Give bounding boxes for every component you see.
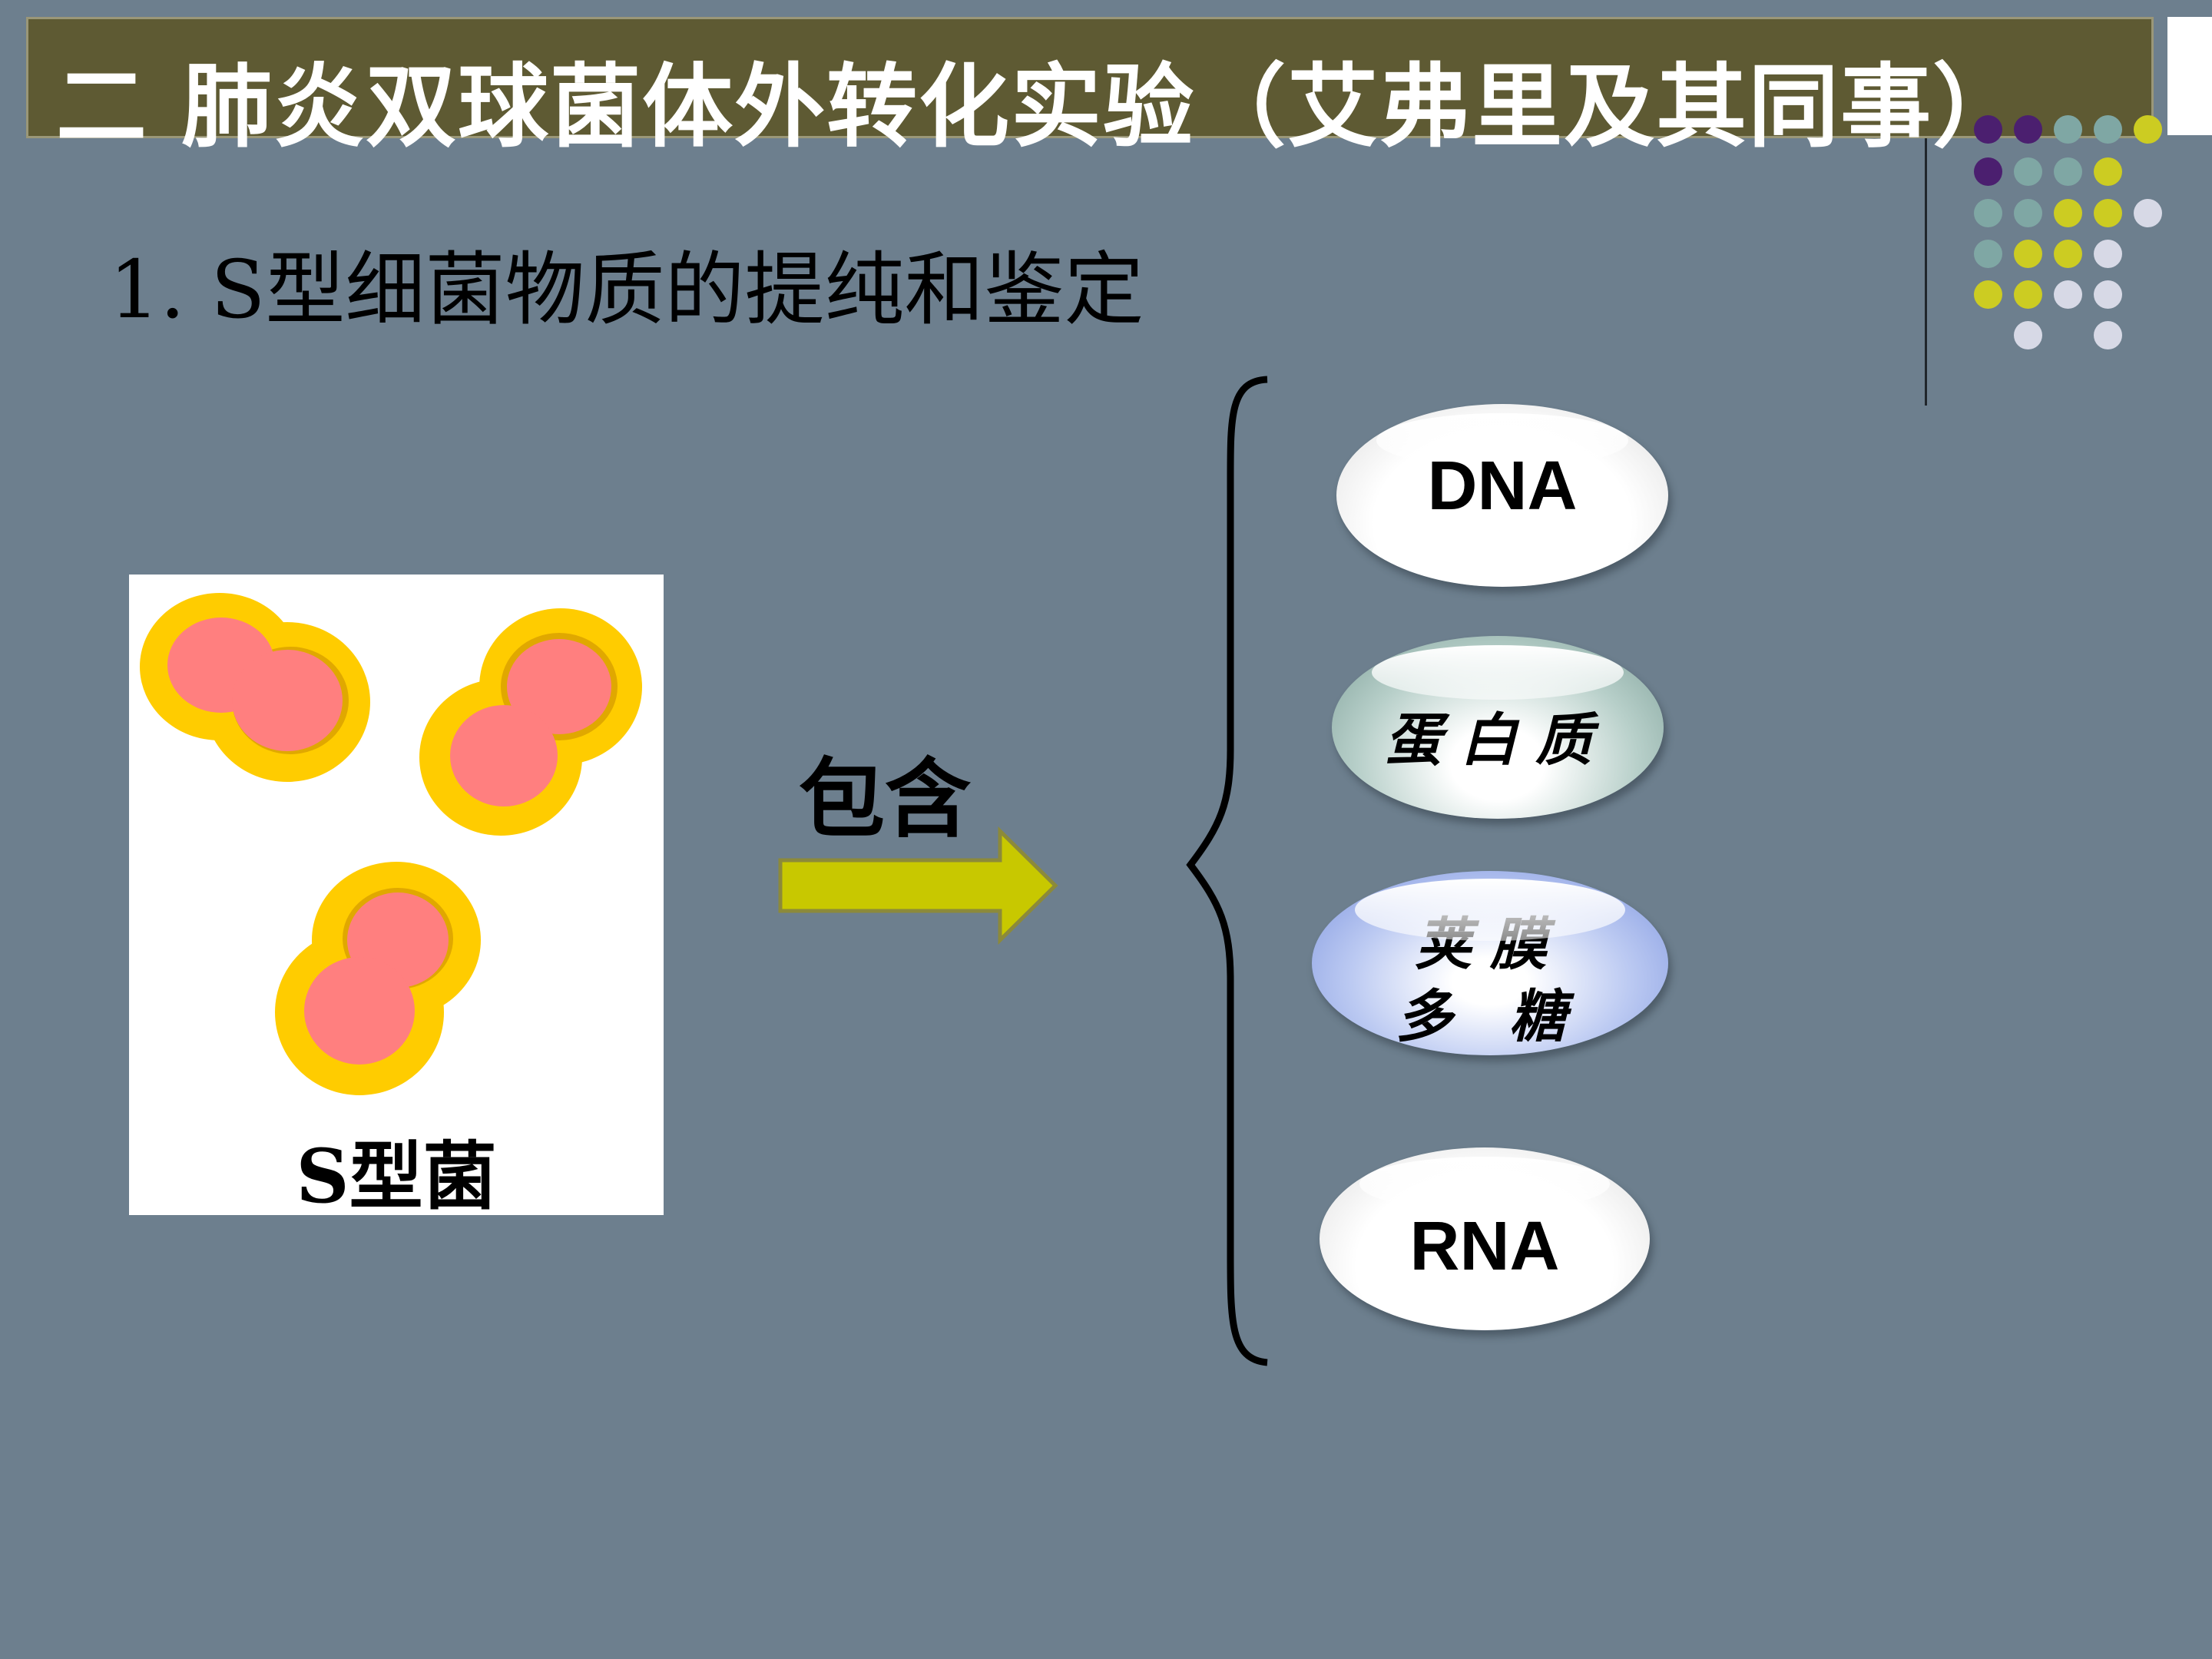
oval-dna: DNA	[1336, 404, 1668, 587]
dot	[2014, 321, 2042, 349]
dot	[1974, 115, 2002, 144]
corner-block	[2167, 17, 2212, 135]
dot	[2094, 115, 2122, 144]
oval-protein: 蛋白质	[1332, 636, 1664, 819]
dot	[2014, 280, 2042, 309]
oval-shine	[1359, 1156, 1611, 1212]
dot	[2014, 199, 2042, 227]
oval-capsule-polysaccharide: 荚膜 多 糖	[1312, 871, 1668, 1055]
dot	[2054, 157, 2082, 186]
dot	[1974, 280, 2002, 309]
dot	[2054, 115, 2082, 144]
oval-shine	[1376, 412, 1629, 469]
dot	[2094, 199, 2122, 227]
title-bar: 二 肺炎双球菌体外转化实验（艾弗里及其同事）	[26, 17, 2154, 160]
bacterium-3	[275, 862, 481, 1095]
protein-label: 蛋白质	[1385, 707, 1611, 773]
oval-shine	[1371, 644, 1624, 700]
section-subtitle: 1. S型细菌物质的提纯和鉴定	[109, 243, 1144, 336]
dot	[2094, 240, 2122, 268]
s-bacteria-drawing	[140, 593, 642, 1095]
dot	[2054, 280, 2082, 309]
dot	[2134, 199, 2162, 227]
dna-label: DNA	[1427, 448, 1578, 525]
rna-label: RNA	[1409, 1208, 1560, 1285]
polysaccharide-label: 多 糖	[1396, 984, 1584, 1050]
dot	[2014, 115, 2042, 144]
bacteria-illustration: S型菌	[129, 575, 664, 1220]
bacterium-2	[419, 608, 642, 836]
dot	[2054, 240, 2082, 268]
slide-title: 二 肺炎双球菌体外转化实验（艾弗里及其同事）	[56, 54, 2025, 160]
dot	[2094, 321, 2122, 349]
dot	[2054, 199, 2082, 227]
dot	[1974, 157, 2002, 186]
contains-label: 包含	[799, 750, 971, 849]
divider-line	[1925, 138, 1927, 406]
oval-rna: RNA	[1320, 1147, 1650, 1330]
dot	[2094, 157, 2122, 186]
bacterium-1	[140, 593, 370, 782]
dot	[2014, 240, 2042, 268]
s-bacteria-label: S型菌	[296, 1133, 497, 1220]
dot	[1974, 199, 2002, 227]
dot	[2134, 115, 2162, 144]
oval-shine	[1354, 878, 1626, 942]
dot	[1974, 240, 2002, 268]
curly-brace-icon	[1186, 376, 1268, 1366]
right-arrow-icon	[778, 826, 1058, 945]
dot	[2014, 157, 2042, 186]
dot	[2094, 280, 2122, 309]
